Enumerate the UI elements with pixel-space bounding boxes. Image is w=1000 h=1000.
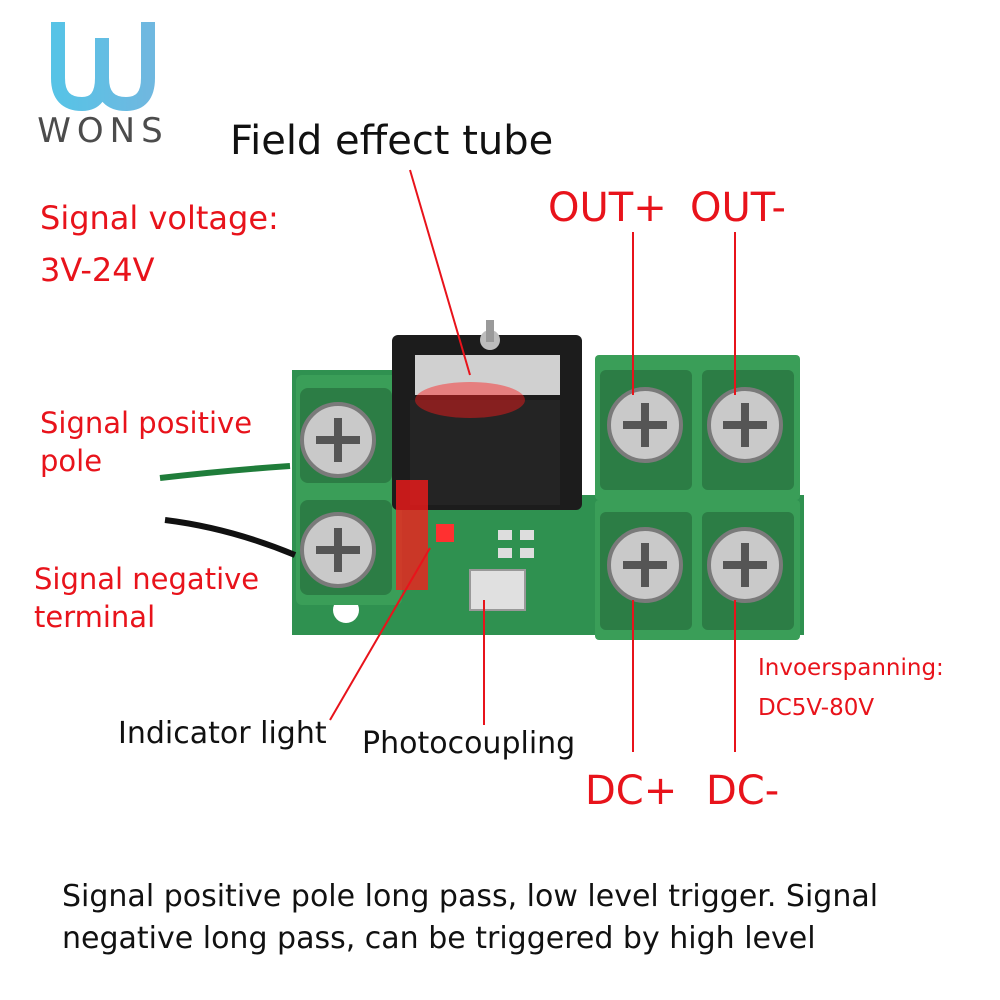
signal-positive-line1: Signal positive bbox=[40, 406, 253, 440]
smd-component bbox=[520, 530, 534, 540]
out-plus-label: OUT+ bbox=[548, 185, 667, 231]
signal-positive-label: Signal positive pole bbox=[40, 404, 252, 480]
input-terminal-block bbox=[595, 500, 800, 640]
screw-icon bbox=[707, 387, 783, 463]
input-voltage-label: Invoerspanning: DC5V-80V bbox=[758, 648, 944, 728]
output-terminal-block bbox=[595, 355, 800, 500]
led-glow bbox=[396, 480, 428, 590]
smd-component bbox=[498, 530, 512, 540]
signal-negative-label: Signal negative terminal bbox=[34, 560, 259, 636]
signal-terminal-block bbox=[296, 375, 402, 605]
pointer-line bbox=[329, 547, 431, 721]
signal-negative-line1: Signal negative bbox=[34, 562, 260, 596]
screw-icon bbox=[607, 387, 683, 463]
indicator-led bbox=[436, 524, 454, 542]
black-wire bbox=[164, 517, 297, 558]
input-voltage-title: Invoerspanning: bbox=[758, 655, 944, 681]
input-voltage-range: DC5V-80V bbox=[758, 695, 875, 721]
photocoupler bbox=[469, 569, 526, 611]
dc-minus-label: DC- bbox=[706, 768, 780, 814]
signal-voltage-title: Signal voltage: bbox=[40, 199, 279, 237]
smd-component bbox=[520, 548, 534, 558]
out-minus-label: OUT- bbox=[690, 185, 786, 231]
indicator-light-label: Indicator light bbox=[118, 716, 327, 751]
screw-icon bbox=[707, 527, 783, 603]
field-effect-tube-label: Field effect tube bbox=[230, 118, 554, 164]
smd-component bbox=[498, 548, 512, 558]
svg-text:WONS: WONS bbox=[37, 111, 168, 148]
green-wire bbox=[159, 463, 291, 481]
signal-voltage-label: Signal voltage: 3V-24V bbox=[40, 192, 279, 296]
screw-icon bbox=[607, 527, 683, 603]
photocoupling-label: Photocoupling bbox=[362, 726, 576, 761]
signal-voltage-range: 3V-24V bbox=[40, 251, 155, 289]
screw-icon bbox=[300, 402, 376, 478]
mosfet bbox=[392, 320, 582, 510]
signal-negative-line2: terminal bbox=[34, 600, 156, 634]
signal-positive-line2: pole bbox=[40, 444, 103, 478]
wons-logo: WONS bbox=[18, 18, 188, 151]
pointer-line bbox=[409, 169, 471, 376]
caption-text: Signal positive pole long pass, low leve… bbox=[62, 879, 879, 956]
dc-plus-label: DC+ bbox=[585, 768, 678, 814]
screw-icon bbox=[300, 512, 376, 588]
wons-logo-icon: WONS bbox=[37, 22, 168, 151]
